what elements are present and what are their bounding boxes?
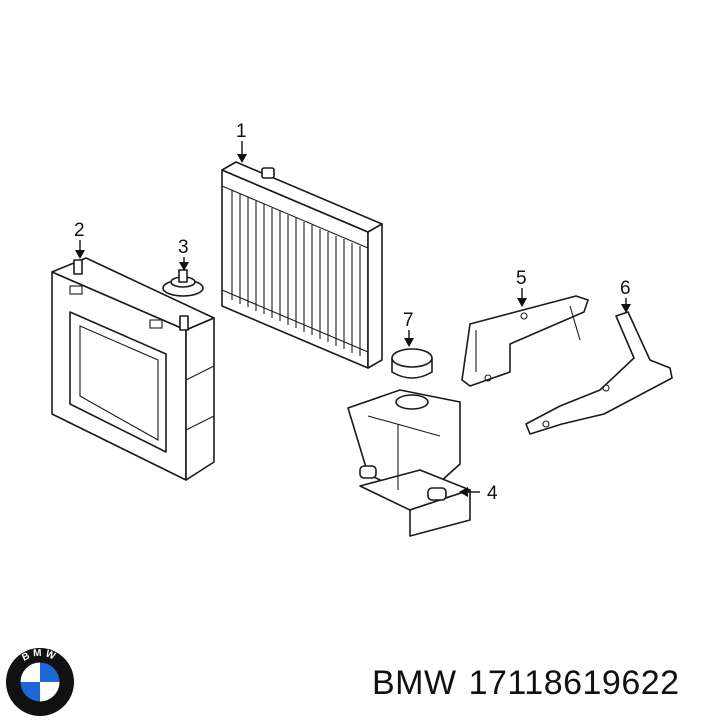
support-bracket (525, 311, 673, 435)
callout-7: 7 (403, 310, 414, 331)
rubber-mount (162, 269, 204, 297)
callout-1: 1 (236, 121, 247, 142)
callout-leaders (75, 141, 631, 497)
expansion-tank (347, 389, 471, 537)
part-caption: BMW 17118619622 (372, 664, 692, 703)
callout-2: 2 (74, 220, 85, 241)
callout-5: 5 (516, 268, 527, 289)
brand-name: BMW (372, 664, 457, 702)
part-number: 17118619622 (468, 664, 680, 702)
callout-3: 3 (178, 237, 189, 258)
mounting-bracket (461, 295, 589, 387)
bmw-logo: BMW (6, 648, 74, 716)
reservoir-cap (391, 348, 433, 379)
callout-6: 6 (620, 278, 631, 299)
svg-text:BMW: BMW (20, 648, 59, 664)
callout-4: 4 (487, 483, 498, 504)
radiator-frame (51, 257, 215, 481)
radiator-core (221, 161, 383, 369)
